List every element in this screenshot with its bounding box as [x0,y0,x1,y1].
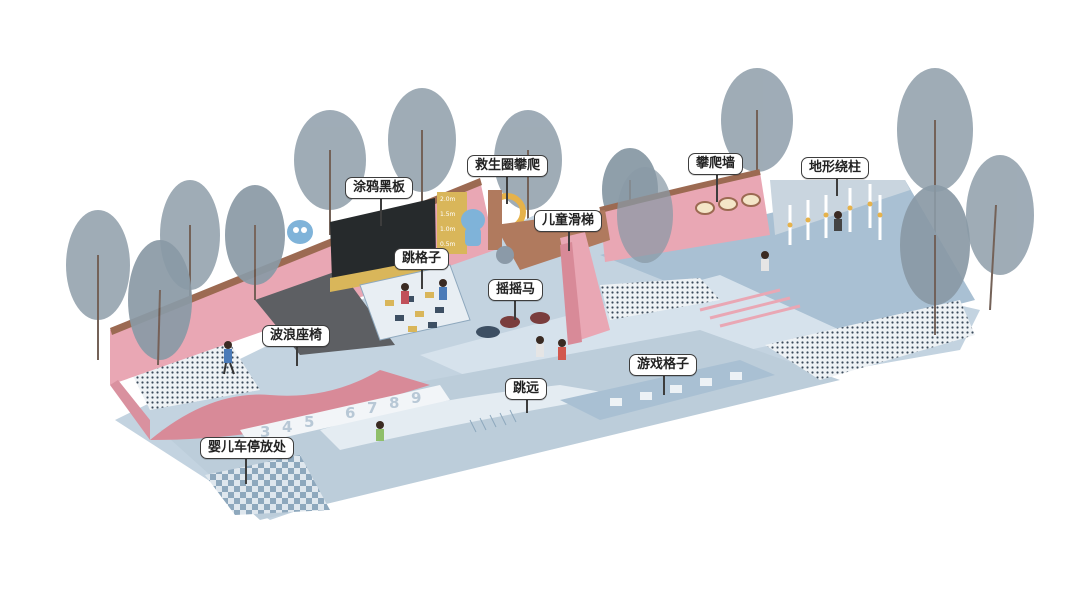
number-track-digit: 4 [282,418,292,436]
scale-mark: 2.0m [440,196,456,203]
leader-line [380,196,382,226]
label-climb-wall: 攀爬墙 [688,153,743,175]
leader-line [245,456,247,484]
label-ground-pillars: 地形绕柱 [801,157,869,179]
scale-mark: 0.5m [440,241,456,248]
label-stroller-parking: 婴儿车停放处 [200,437,294,459]
child-figure [439,279,447,300]
scale-mark: 1.5m [440,211,456,218]
label-rocking-horse: 摇摇马 [488,279,543,301]
child-figure [536,336,544,357]
number-track-digit: 5 [304,413,314,431]
child-figure [401,283,409,304]
label-graffiti-board: 涂鸦黑板 [345,177,413,199]
leader-line [514,298,516,320]
number-track-digit: 6 [345,404,355,422]
number-track-digit: 8 [389,394,399,412]
leader-line [568,229,570,251]
child-figure [376,421,384,441]
leader-line [296,344,298,366]
label-kids-slide: 儿童滑梯 [534,210,602,232]
child-figure [558,339,566,360]
leader-line [421,267,423,289]
leader-line [663,373,665,395]
tree [617,167,673,263]
scale-mark: 1.0m [440,226,456,233]
mascot-left [287,220,313,244]
label-long-jump: 跳远 [505,378,547,400]
label-wave-bench: 波浪座椅 [262,325,330,347]
child-figure [834,211,842,231]
label-ring-climb: 救生圈攀爬 [467,155,548,177]
leader-line [836,176,838,196]
tree [966,155,1034,310]
leader-line [716,172,718,202]
label-hopscotch: 跳格子 [394,248,449,270]
number-track-digit: 7 [367,399,377,417]
child-figure [761,251,769,271]
label-game-grid: 游戏格子 [629,354,697,376]
number-track-digit: 9 [411,389,421,407]
leader-line [506,174,508,204]
